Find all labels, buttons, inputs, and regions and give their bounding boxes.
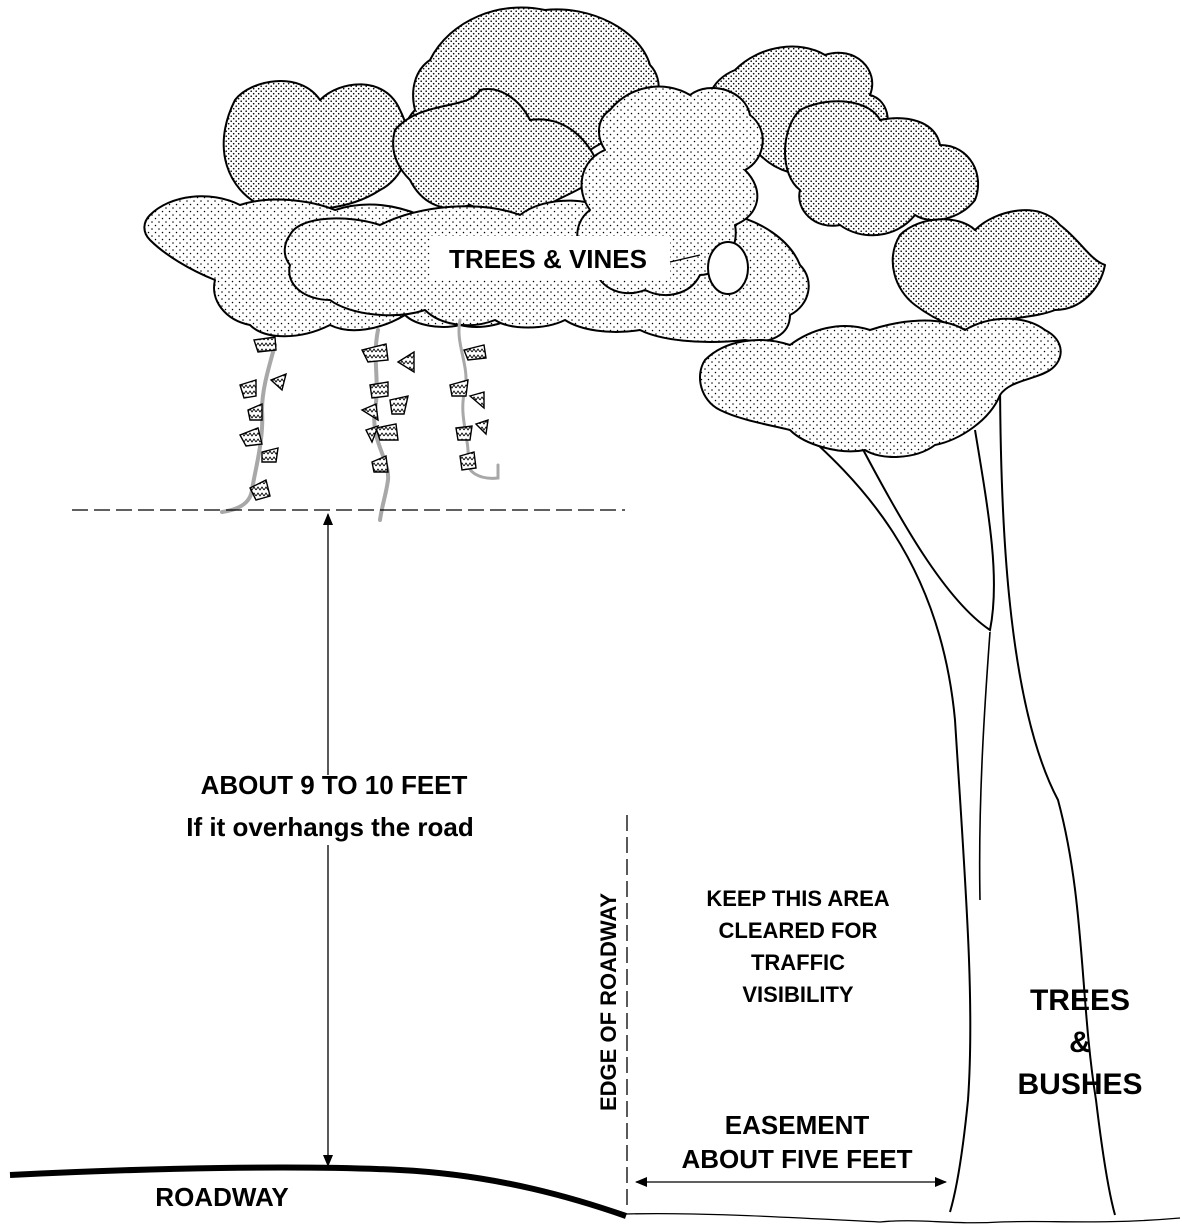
- leaf-icon: [239, 427, 263, 447]
- canopy-gap: [707, 241, 749, 295]
- leaf-icon: [371, 454, 389, 473]
- trees-bushes-line3: BUSHES: [1017, 1068, 1142, 1101]
- leaf-icon: [360, 343, 389, 363]
- leaf-icon: [468, 391, 485, 410]
- canopy-label-leader: [669, 254, 701, 263]
- leaf-icon: [249, 478, 271, 501]
- leaf-icon: [396, 350, 415, 374]
- ground-line: [625, 1212, 1181, 1224]
- canopy-label: TREES & VINES: [449, 244, 647, 274]
- leaf-icon: [474, 418, 489, 436]
- keep-clear-line2: CLEARED FOR: [719, 918, 878, 943]
- roadway-surface: [9, 1164, 627, 1219]
- leaf-icon: [375, 423, 399, 441]
- vine-left: [220, 343, 277, 514]
- leaf-icon: [360, 402, 379, 422]
- trees-bushes-line1: TREES: [1030, 984, 1130, 1017]
- leaf-icon: [449, 379, 469, 397]
- clearance-label-line1: ABOUT 9 TO 10 FEET: [201, 770, 468, 800]
- leaf-icon: [463, 344, 487, 361]
- leaf-icon: [239, 379, 257, 399]
- leaf-icon: [253, 336, 277, 353]
- canopy-clump-right-a: [784, 100, 980, 237]
- leaf-icon: [247, 402, 263, 421]
- canopy-label-pad: [430, 236, 670, 280]
- keep-clear-line3: TRAFFIC: [751, 950, 845, 975]
- roadway-label: ROADWAY: [155, 1182, 288, 1212]
- edge-of-roadway-label: EDGE OF ROADWAY: [596, 893, 621, 1111]
- leaf-icon: [369, 381, 389, 399]
- leaf-icon: [459, 451, 477, 471]
- vine-leaves: [239, 336, 489, 501]
- canopy-clump-lower-right: [699, 317, 1062, 458]
- keep-clear-line4: VISIBILITY: [742, 982, 854, 1007]
- trees-bushes-line2: &: [1069, 1026, 1091, 1059]
- easement-label-line2: ABOUT FIVE FEET: [681, 1144, 912, 1174]
- tree-canopy: [143, 6, 1106, 458]
- leaf-icon: [269, 372, 288, 392]
- keep-clear-line1: KEEP THIS AREA: [706, 886, 889, 911]
- easement-label-line1: EASEMENT: [725, 1110, 870, 1140]
- vine-middle: [372, 328, 391, 522]
- leaf-icon: [389, 395, 409, 415]
- leaf-icon: [455, 425, 473, 441]
- leaf-icon: [261, 447, 279, 463]
- tree-trunk: [789, 367, 1116, 1216]
- clearance-label-line2: If it overhangs the road: [186, 812, 474, 842]
- leaf-icon: [365, 424, 380, 444]
- canopy-clump-top-left: [222, 80, 410, 211]
- canopy-clump-right-b: [891, 209, 1106, 332]
